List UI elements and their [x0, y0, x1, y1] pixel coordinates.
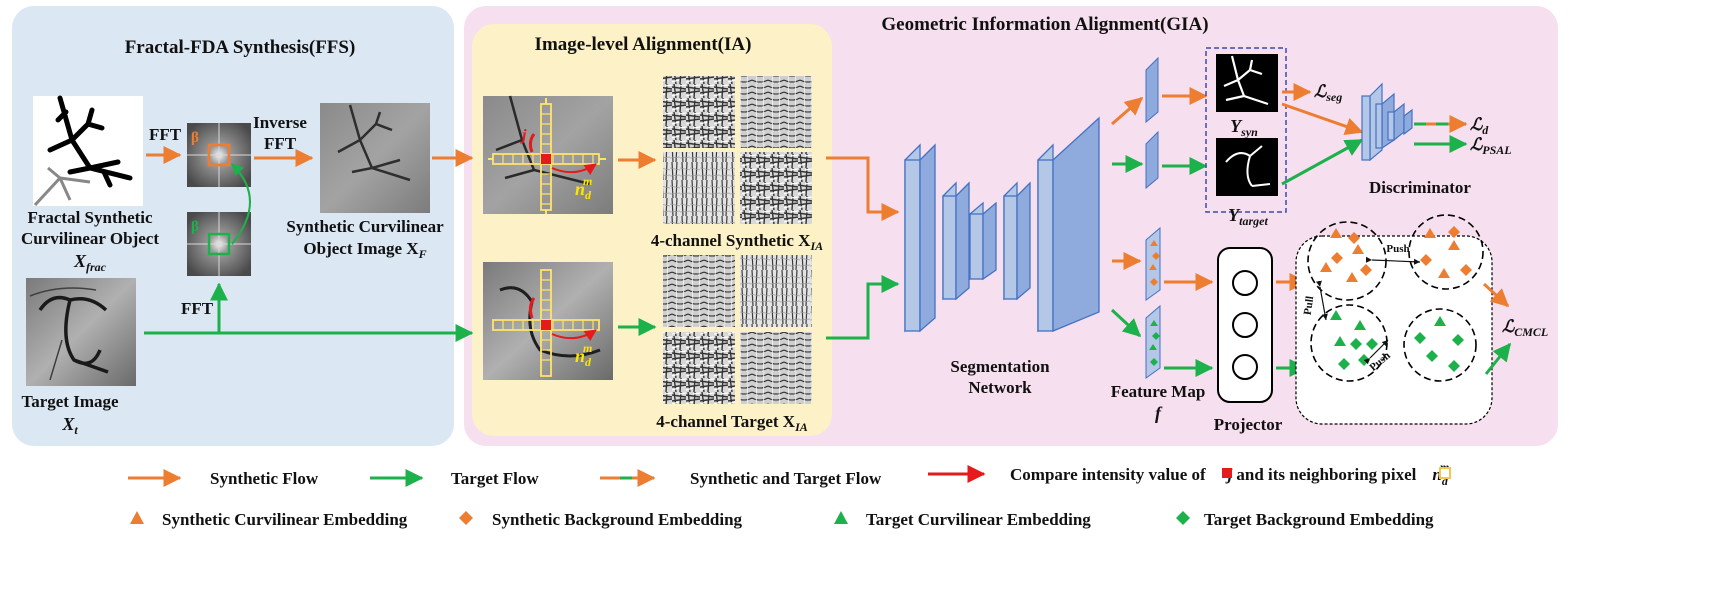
- beta-label-synthetic: β: [191, 130, 199, 146]
- discriminator-network: [1361, 82, 1413, 162]
- fractal-var: Xfrac: [73, 251, 107, 274]
- target-flow-to-feature: [1110, 308, 1142, 338]
- cluster-synthetic-background: [1408, 214, 1484, 290]
- pull-label: Pull: [1302, 295, 1317, 315]
- legend-tgt-curvilinear: Target Curvilinear Embedding: [866, 510, 1091, 529]
- target-flow-to-lcmcl: [1484, 342, 1512, 375]
- synthetic-4-channel-images: [663, 76, 812, 224]
- ia-title: Image-level Alignment(IA): [535, 34, 752, 55]
- frequency-spectrum-target: [187, 212, 251, 276]
- target-4-channel-images: [663, 255, 812, 404]
- target-4-channel-caption: 4-channel Target XIA: [656, 412, 808, 434]
- fractal-label-line2: Curvilinear Object: [21, 229, 159, 248]
- fft-label-top: FFT: [149, 125, 182, 144]
- beta-label-target: β: [191, 219, 199, 235]
- synthetic-label-line1: Synthetic Curvilinear: [286, 217, 444, 236]
- ffs-title: Fractal-FDA Synthesis(FFS): [125, 37, 356, 58]
- target-var: Xt: [61, 414, 78, 437]
- y-target-label: Ytarget: [1228, 205, 1268, 228]
- ia-target-image: [483, 262, 613, 380]
- loss-cmcl: ℒCMCL: [1502, 317, 1548, 339]
- seg-net-label-line1: Segmentation: [950, 357, 1050, 376]
- ia-n-label-target: ndm: [575, 341, 592, 369]
- synthetic-flow-to-pred: [1111, 96, 1144, 126]
- prediction-slab-target: [1145, 130, 1159, 190]
- feature-map-label-line2: f: [1155, 403, 1163, 423]
- beta-swap-arrow: [231, 163, 251, 245]
- y-syn-label: Ysyn: [1230, 116, 1258, 139]
- legend-syn-curvilinear-icon: [130, 511, 144, 524]
- segmentation-network: [904, 116, 1100, 333]
- push-arrow-bottom: [1363, 339, 1389, 365]
- ia-j-label-synthetic: j: [519, 127, 527, 144]
- fractal-label-line1: Fractal Synthetic: [27, 208, 153, 227]
- ia-synthetic-image: [483, 95, 613, 214]
- push-label-top: Push: [1386, 243, 1409, 255]
- inverse-fft-line2: FFT: [264, 134, 297, 153]
- legend-syn-background-icon: [459, 511, 473, 525]
- y-syn-image: [1216, 54, 1278, 112]
- synthetic-label-line2: Object Image XF: [303, 239, 426, 261]
- y-target-image: [1216, 138, 1278, 196]
- synthetic-4-channel-caption: 4-channel Synthetic XIA: [651, 231, 823, 253]
- seg-net-label-line2: Network: [968, 378, 1032, 397]
- projector: [1217, 247, 1273, 403]
- legend-both-flow: Synthetic and Target Flow: [690, 469, 882, 488]
- frequency-spectrum-synthetic: [187, 123, 251, 187]
- legend-syn-curvilinear: Synthetic Curvilinear Embedding: [162, 510, 408, 529]
- discriminator-label: Discriminator: [1369, 178, 1471, 197]
- cluster-target-background: [1403, 308, 1477, 382]
- synthetic-flow-to-discriminator: [1281, 102, 1364, 136]
- legend-target-flow: Target Flow: [451, 469, 539, 488]
- feature-map-target: [1145, 304, 1161, 379]
- legend-synthetic-flow: Synthetic Flow: [210, 469, 319, 488]
- push-arrow-top: [1365, 256, 1421, 265]
- legend-neighbor-pixel-icon: [1439, 467, 1451, 479]
- legend-j-pixel-icon: [1222, 468, 1232, 478]
- target-label-line1: Target Image: [21, 392, 119, 411]
- feature-map-label-line1: Feature Map: [1111, 382, 1206, 401]
- target-flow-to-discriminator: [1281, 138, 1364, 186]
- synthetic-curvilinear-image: [320, 103, 430, 213]
- embedding-space: [1295, 235, 1493, 425]
- fft-label-bottom: FFT: [181, 299, 214, 318]
- legend-tgt-background-icon: [1176, 511, 1190, 525]
- legend-compare: Compare intensity value ofjand its neigh…: [1010, 460, 1449, 488]
- ia-n-label-synthetic: ndm: [575, 174, 592, 202]
- prediction-group-box: [1205, 47, 1287, 213]
- target-image: [26, 278, 136, 386]
- inverse-fft-line1: Inverse: [253, 113, 307, 132]
- legend-tgt-curvilinear-icon: [834, 511, 848, 524]
- synthetic-flow-to-seg-net: [826, 156, 900, 221]
- fractal-object-image: [33, 95, 143, 207]
- loss-seg: ℒseg: [1314, 82, 1342, 104]
- prediction-slab-synthetic: [1145, 56, 1159, 124]
- feature-map-synthetic: [1145, 226, 1161, 301]
- projector-label: Projector: [1214, 415, 1283, 434]
- legend-tgt-background: Target Background Embedding: [1204, 510, 1434, 529]
- gia-title: Geometric Information Alignment(GIA): [881, 14, 1208, 35]
- synthetic-flow-to-lcmcl: [1482, 282, 1510, 308]
- legend-syn-background: Synthetic Background Embedding: [492, 510, 743, 529]
- loss-d: ℒd: [1470, 115, 1489, 137]
- pull-arrow: [1315, 280, 1328, 321]
- loss-psal: ℒPSAL: [1470, 135, 1512, 157]
- target-flow-to-seg-net: [826, 275, 900, 340]
